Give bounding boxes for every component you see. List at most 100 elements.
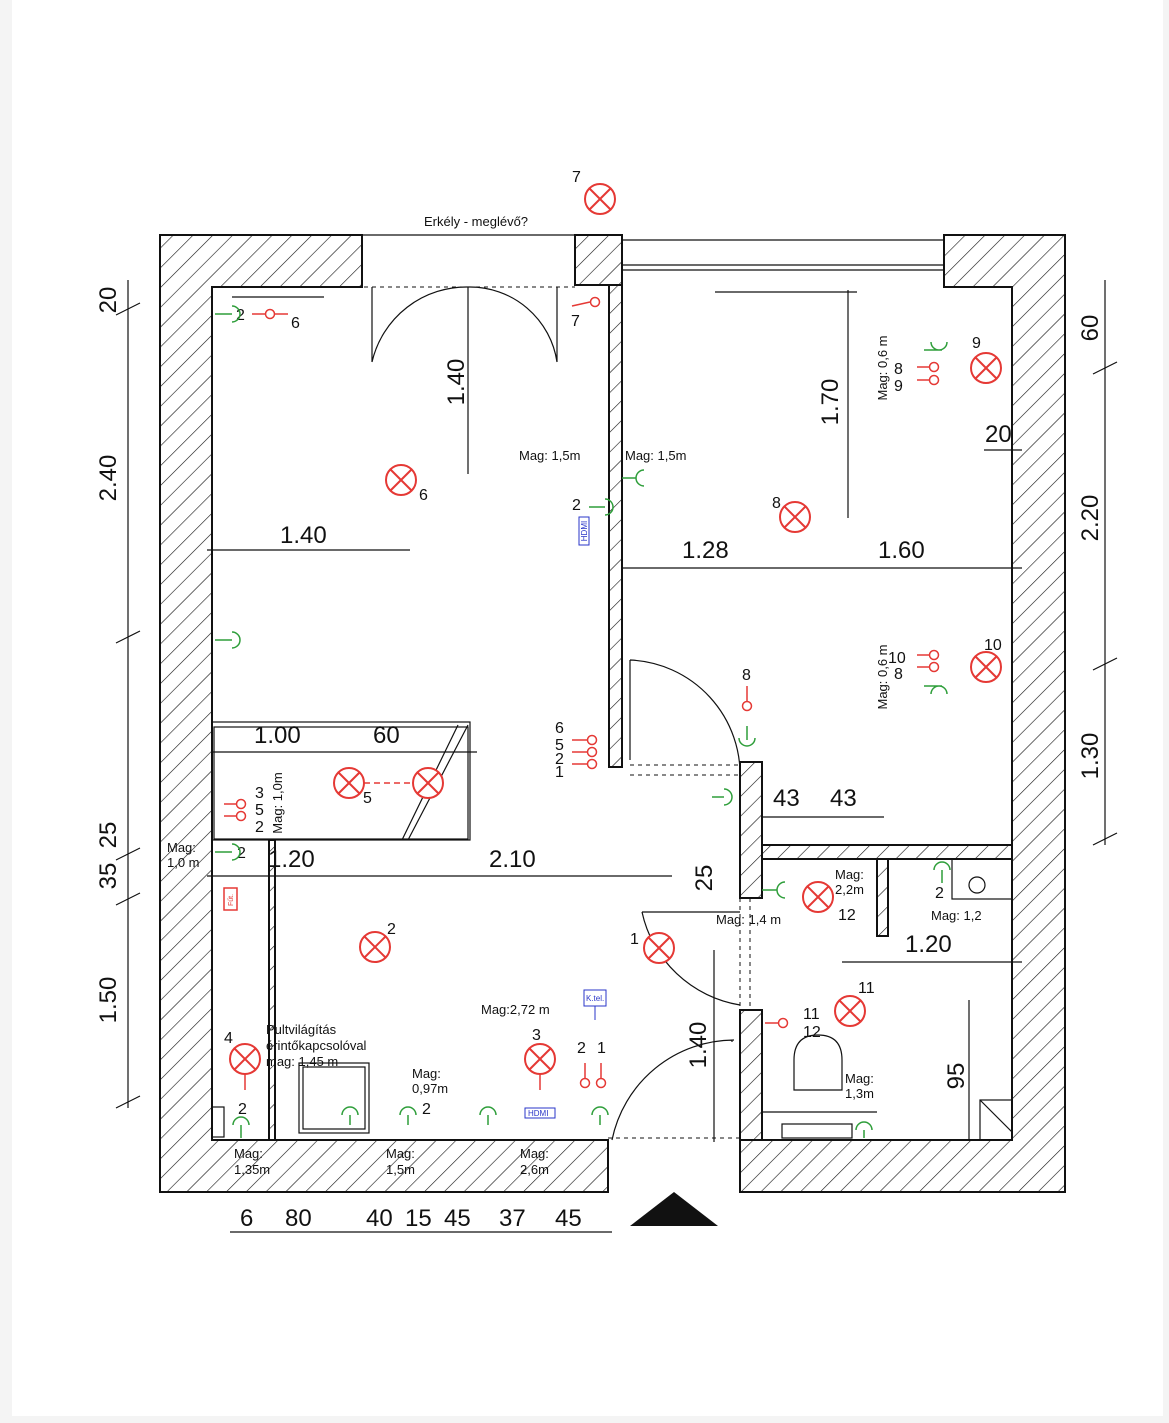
height-label: Mag: 0,6 m [875,644,890,709]
height-labels: Mag: 1,5m Mag: 1,5m Mag: 0,6 m Mag: 0,6 … [167,335,982,1177]
dim-kitchen-120: 1.20 [268,846,315,873]
dim-kitchen-60: 60 [373,722,400,749]
dim-bottom-15: 15 [405,1205,432,1232]
hdmi-tag: HDMI [580,521,589,541]
kitchen-sink [298,1062,370,1134]
dim-right-60: 60 [1077,315,1104,342]
socket-icon [855,1121,873,1138]
exterior-wall-left-block [159,234,609,1193]
drawing-sheet: 20 2.40 25 35 1.50 60 2.20 1.30 6 80 40 … [12,0,1163,1416]
lamp-number: 4 [224,1030,233,1047]
switch-icon [571,296,601,308]
lamp-number: 3 [532,1027,541,1044]
height-label: 2,6m [520,1162,549,1177]
dim-right-130: 1.30 [1077,733,1104,780]
light-icon [802,881,834,913]
floor-plan: 20 2.40 25 35 1.50 60 2.20 1.30 6 80 40 … [95,169,1118,1233]
dim-bath-120: 1.20 [905,931,952,958]
socket-icon [738,726,756,747]
lamp-number: 9 [972,335,981,352]
height-label: 1,3m [845,1086,874,1101]
light-icon [412,767,444,799]
dim-left-240: 2.40 [95,455,122,502]
counter-light-note: Pultvilágítás érintőkapcsolóval mag: 1,4… [266,1022,367,1069]
light-icon [834,995,866,1027]
height-label: Mag: [167,840,196,855]
dim-bottom-40: 40 [366,1205,393,1232]
switch-icon [765,1017,789,1029]
switch-number: 6 [555,720,564,737]
switch-number: 12 [803,1024,821,1041]
dim-left-150: 1.50 [95,977,122,1024]
hdmi-icon [578,516,590,546]
height-label: Mag: 1,0m [270,772,285,833]
lamp-number: 11 [858,980,875,997]
socket-icon [215,631,241,649]
furniture [211,721,1013,1141]
height-label: Mag: 1,2 [931,908,982,923]
switches: Fűt. [223,296,940,1089]
height-label: 2,2m [835,882,864,897]
light-icon [229,1043,261,1075]
height-label: 1,5m [386,1162,415,1177]
balcony-door-right [468,286,558,363]
lamp-number: 8 [772,495,781,512]
bath-door [641,911,741,1006]
entrance-arrow-icon [630,1192,718,1226]
dimension-lines [115,280,1118,1233]
switch-number: 2 [238,1101,247,1118]
light-icon [524,1043,556,1075]
wall-pier-balcony [574,234,623,286]
lamp-number: 2 [387,921,396,938]
socket-icon [762,881,786,899]
boiler [951,858,1013,900]
lamp-labels: 7 9 6 8 10 5 8 2 1 11 4 3 12 [224,169,1002,1047]
lamp-number: 7 [572,169,581,186]
windows [212,234,944,298]
heater-icon [223,887,238,911]
dimension-texts: 20 2.40 25 35 1.50 60 2.20 1.30 6 80 40 … [95,287,1104,1232]
socket-icon [232,1116,250,1138]
switch-icon [917,649,940,673]
socket-icon [622,469,645,487]
kitchen-counter-edge [268,839,276,1141]
media-outlets: HDMI K.tel. HDMI [524,516,607,1119]
socket-icon [924,341,948,351]
height-label: Mag: 1,5m [625,448,686,463]
switch-icon [741,686,753,712]
dim-hall-25: 25 [691,865,718,892]
heater-tag: Fűt. [228,894,235,906]
switch-number: 6 [291,315,300,332]
height-label: 1,35m [234,1162,270,1177]
dim-bedroom-128: 1.28 [682,537,729,564]
switch-number: 11 [803,1006,820,1023]
height-label: Mag: [845,1071,874,1086]
toilet [793,1034,843,1091]
dim-left-35: 35 [95,863,122,890]
hdmi-tag: HDMI [528,1109,548,1118]
switch-icon [572,734,598,770]
dim-left-20: 20 [95,287,122,314]
dim-bottom-6: 6 [240,1205,253,1232]
dim-balcony-door-140: 1.40 [443,359,470,406]
note-line: mag: 1,45 m [266,1054,338,1069]
note-line: Pultvilágítás [266,1022,337,1037]
dim-bottom-80: 80 [285,1205,312,1232]
light-icon [359,931,391,963]
light-icon [385,464,417,496]
switch-number: 8 [894,666,903,683]
height-label: Mag:2,72 m [481,1002,550,1017]
socket-icon [215,843,241,861]
height-label: Mag: 0,6 m [875,335,890,400]
entrance-door [611,1039,735,1141]
light-icon [333,767,365,799]
height-label: Mag: [386,1146,415,1161]
socket-icon [591,1106,609,1125]
socket-icon [924,685,948,695]
switch-number: 3 [255,785,264,802]
partition-wall-bath-wc [876,858,889,937]
lamp-number: 12 [838,907,856,924]
dim-entrance-140: 1.40 [685,1022,712,1069]
bedroom-door [629,659,741,781]
lamp-number: 10 [984,637,1002,654]
